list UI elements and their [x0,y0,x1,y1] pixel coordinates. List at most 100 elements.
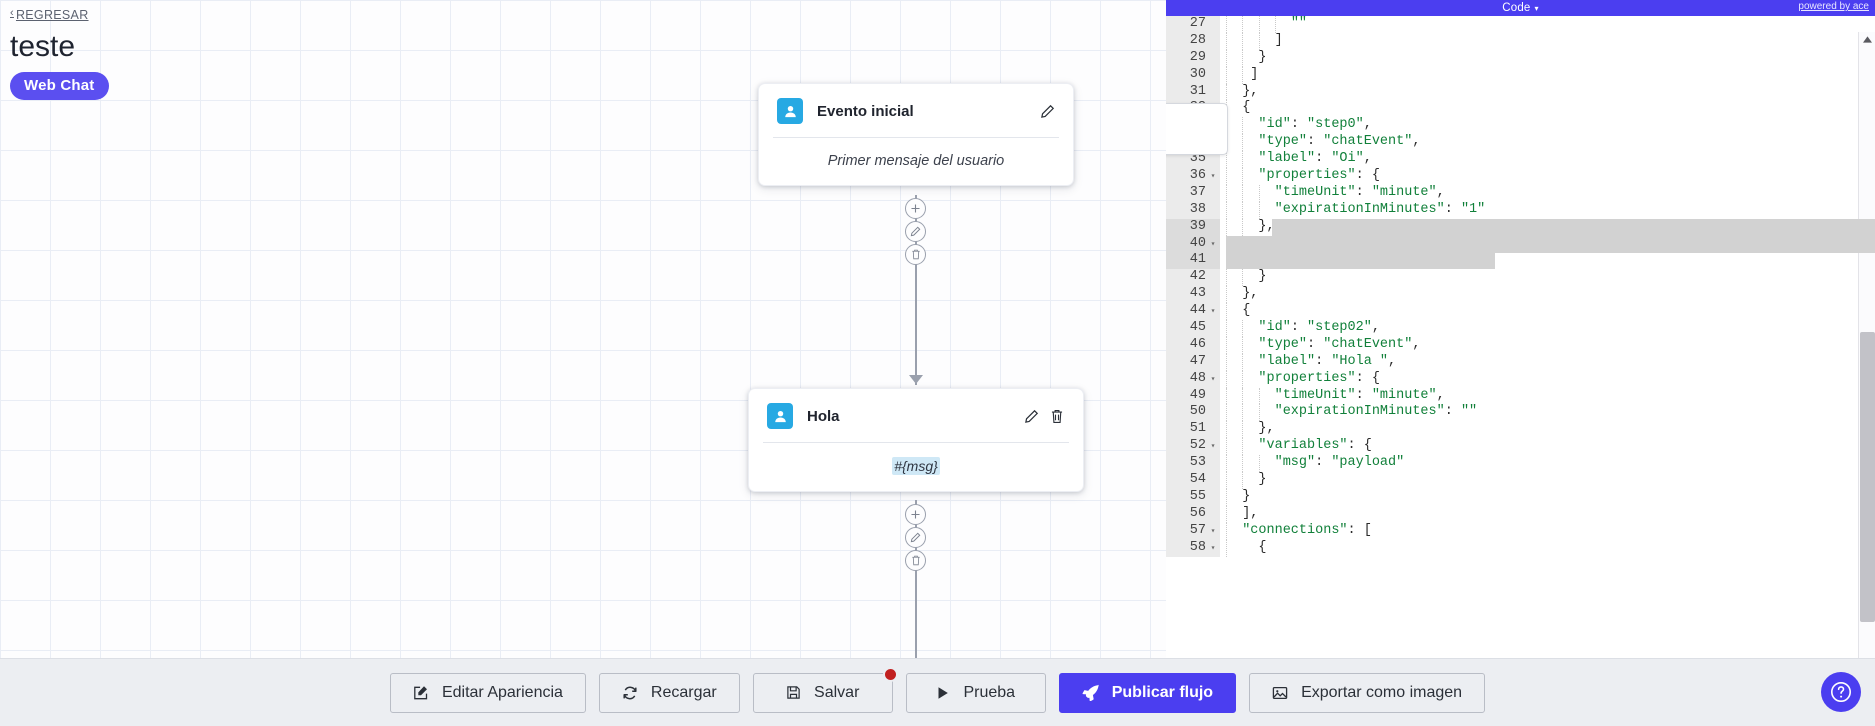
fold-toggle-icon[interactable]: ▾ [1210,374,1216,384]
save-icon [786,685,801,700]
flow-node-evento-inicial[interactable]: Evento inicial Primer mensaje del usuari… [758,83,1074,186]
code-line[interactable]: 49 "timeUnit": "minute", [1166,387,1875,405]
export-image-button[interactable]: Exportar como imagen [1249,672,1486,713]
back-link[interactable]: ‹REGRESAR [10,8,89,22]
fold-toggle-icon[interactable]: ▾ [1210,239,1216,249]
fold-toggle-icon[interactable]: ▾ [1210,526,1216,536]
code-line[interactable]: 45 "id": "step02", [1166,320,1875,337]
code-line[interactable]: 40▾ "variables": { [1166,235,1875,253]
code-line[interactable]: 35 "label": "Oi", [1166,151,1875,169]
code-line[interactable]: 44▾ { [1166,303,1875,321]
indent-guide [1242,168,1244,185]
code-line[interactable]: 57▾ "connections": [ [1166,522,1875,540]
fold-toggle-icon[interactable]: ▾ [1210,307,1216,317]
edit-icon[interactable] [905,221,926,242]
node-header: Hola [749,389,1083,442]
code-line[interactable]: 55 } [1166,488,1875,506]
code-line-text: "H": "payload" [1220,252,1875,269]
scroll-up-icon[interactable] [1859,32,1875,47]
fold-toggle-icon[interactable]: ▾ [1210,172,1216,182]
indent-guide [1226,472,1227,489]
code-line[interactable]: 56 ], [1166,505,1875,523]
code-line[interactable]: 54 } [1166,472,1875,489]
delete-icon[interactable] [905,244,926,265]
indent-guide [1242,421,1244,439]
indent-guide [1242,404,1244,422]
code-line[interactable]: 34 "type": "chatEvent", [1166,134,1875,152]
edit-icon[interactable] [1037,101,1057,121]
fold-toggle-icon[interactable]: ▾ [1210,543,1216,553]
test-button[interactable]: Prueba [905,672,1046,713]
line-number: 48▾ [1166,370,1220,388]
indent-guide [1242,117,1244,135]
code-line-text: "properties": { [1220,370,1875,388]
fold-toggle-icon[interactable]: ▾ [1210,442,1216,452]
indent-guide [1226,269,1227,287]
code-line-text: "expirationInMinutes": "1" [1220,201,1875,219]
edit-icon[interactable] [905,527,926,548]
indent-guide [1226,32,1227,50]
collapse-panel-button[interactable]: ❯ [1166,103,1228,155]
indent-guide [1226,336,1227,354]
code-line-text: }, [1226,218,1275,236]
delete-icon[interactable] [905,550,926,571]
code-line-text: } [1226,49,1267,67]
line-number: 27 [1166,16,1220,33]
code-line[interactable]: 30 ] [1166,66,1875,84]
refresh-icon [622,685,638,701]
code-line[interactable]: 29 } [1166,49,1875,67]
code-line[interactable]: 58▾ { [1166,539,1875,557]
scrollbar-thumb[interactable] [1860,332,1875,622]
code-editor[interactable]: ❯ 27 ""28 ]29 }30 ]31 },32▾ {33 "id": "s… [1166,16,1875,658]
code-line[interactable]: 51 }, [1166,421,1875,439]
publish-flow-button[interactable]: Publicar flujo [1058,672,1237,713]
flow-canvas[interactable]: ‹REGRESAR teste Web Chat Evento inicial [0,0,1166,658]
code-line[interactable]: 36▾ "properties": { [1166,168,1875,185]
add-icon[interactable] [905,198,926,219]
reload-button[interactable]: Recargar [598,672,740,713]
code-line[interactable]: 39 }, [1166,218,1875,236]
code-line[interactable]: 27 "" [1166,16,1875,33]
code-line[interactable]: 46 "type": "chatEvent", [1166,336,1875,354]
code-line-text: ], [1226,505,1259,523]
code-line[interactable]: 41 "H": "payload" [1166,252,1875,269]
indent-guide [1242,32,1244,50]
save-button[interactable]: Salvar [752,666,898,713]
code-line-text: "type": "chatEvent", [1220,134,1875,152]
code-line[interactable]: 37 "timeUnit": "minute", [1166,184,1875,202]
indent-guide [1242,16,1244,33]
indent-guide [1226,151,1227,169]
code-line[interactable]: 50 "expirationInMinutes": "" [1166,404,1875,422]
code-line[interactable]: 48▾ "properties": { [1166,370,1875,388]
code-line[interactable]: 33 "id": "step0", [1166,117,1875,135]
ace-credit-link[interactable]: powered by ace [1798,1,1869,12]
user-icon [767,403,793,429]
line-number: 28 [1166,32,1220,50]
indent-guide [1258,252,1260,270]
code-panel-title[interactable]: Code ▾ [1502,2,1539,14]
edit-icon[interactable] [1021,406,1041,426]
code-line[interactable]: 42 } [1166,269,1875,287]
code-line[interactable]: 32▾ { [1166,100,1875,118]
add-icon[interactable] [905,504,926,525]
delete-icon[interactable] [1047,406,1067,426]
code-line[interactable]: 43 }, [1166,286,1875,304]
code-line[interactable]: 47 "label": "Hola ", [1166,353,1875,371]
flow-node-hola[interactable]: Hola #{msg} [748,388,1084,492]
help-button[interactable] [1821,672,1861,712]
code-line[interactable]: 31 }, [1166,83,1875,101]
code-line[interactable]: 52▾ "variables": { [1166,438,1875,456]
code-line[interactable]: 28 ] [1166,32,1875,50]
divider [763,442,1069,443]
line-number: 52▾ [1166,438,1220,456]
code-line[interactable]: 38 "expirationInMinutes": "1" [1166,201,1875,219]
code-lines: 27 ""28 ]29 }30 ]31 },32▾ {33 "id": "ste… [1166,16,1875,557]
chevron-right-icon: ❯ [1166,114,1169,144]
code-panel[interactable]: Code ▾ powered by ace ❯ 27 ""28 ]29 }30 … [1166,0,1875,658]
editor-scrollbar[interactable] [1858,32,1875,658]
indent-guide [1226,252,1227,270]
code-line[interactable]: 53 "msg": "payload" [1166,455,1875,473]
code-line-text: ] [1226,66,1259,84]
edit-appearance-button[interactable]: Editar Apariencia [389,672,586,713]
